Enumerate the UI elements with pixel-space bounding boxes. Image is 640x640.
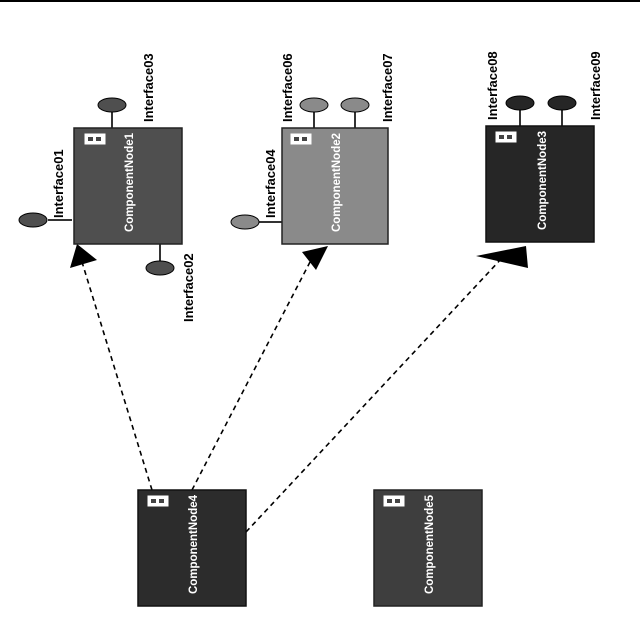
edge-node4-to-node1[interactable] (81, 261, 153, 491)
component-node-4[interactable]: ComponentNode4 (137, 489, 247, 607)
component-node-2[interactable]: ComponentNode2 Interface04 Interface06 I… (230, 53, 395, 245)
interface07-lollipop[interactable] (340, 97, 370, 113)
edges (70, 244, 528, 533)
component-icon (147, 495, 169, 507)
component-node-4-box[interactable] (137, 489, 247, 607)
interface08-label: Interface08 (485, 51, 500, 120)
component-node-5[interactable]: ComponentNode5 (373, 489, 483, 607)
interface06-label: Interface06 (280, 53, 295, 122)
interface04-lollipop[interactable] (230, 214, 260, 230)
interface03-label: Interface03 (141, 53, 156, 122)
interface09-lollipop[interactable] (547, 95, 577, 111)
component-node-1-label: ComponentNode1 (124, 132, 136, 232)
component-node-5-label: ComponentNode5 (424, 494, 436, 594)
interface08-lollipop[interactable] (505, 95, 535, 111)
arrowhead-node2 (302, 246, 328, 270)
component-icon (495, 131, 517, 143)
arrowhead-node3 (476, 246, 528, 268)
interface01-label: Interface01 (51, 149, 66, 218)
interface07-label: Interface07 (380, 53, 395, 122)
arrowhead-node1 (70, 244, 97, 268)
interface06-lollipop[interactable] (299, 97, 329, 113)
interface02-lollipop[interactable] (145, 260, 175, 276)
component-node-2-box[interactable] (281, 127, 389, 245)
component-node-5-box[interactable] (373, 489, 483, 607)
component-icon (84, 133, 106, 145)
component-icon (383, 495, 405, 507)
interface01-lollipop[interactable] (18, 212, 48, 228)
edge-node4-to-node2[interactable] (191, 261, 311, 491)
component-node-1-box[interactable] (73, 127, 183, 245)
interface04-label: Interface04 (263, 149, 278, 218)
component-node-3-box[interactable] (485, 125, 595, 243)
interface03-lollipop[interactable] (97, 97, 127, 113)
component-icon (290, 133, 312, 145)
component-node-1[interactable]: ComponentNode1 Interface01 Interface03 I… (18, 53, 196, 322)
interface02-label: Interface02 (181, 253, 196, 322)
component-node-3[interactable]: ComponentNode3 Interface08 Interface09 (485, 51, 603, 243)
component-node-2-label: ComponentNode2 (331, 133, 343, 232)
component-node-3-label: ComponentNode3 (537, 131, 549, 230)
interface09-label: Interface09 (588, 51, 603, 120)
component-node-4-label: ComponentNode4 (188, 494, 200, 594)
